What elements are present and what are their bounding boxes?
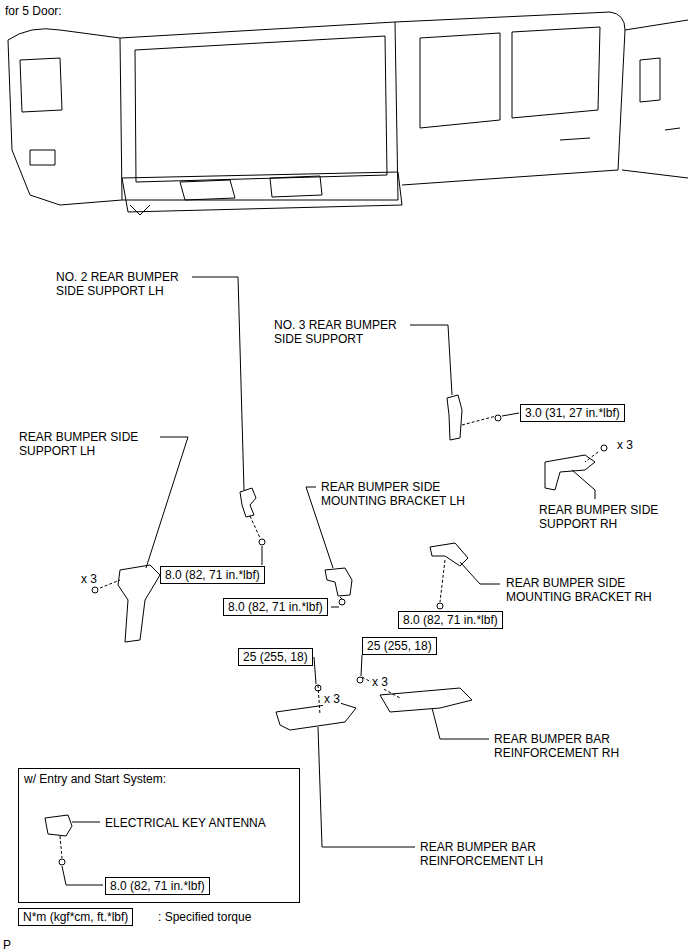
vehicle-rear-view (8, 12, 688, 215)
quantity-note: x 3 (371, 675, 389, 689)
dashed-bolt-lines (60, 416, 598, 858)
torque-box: 8.0 (82, 71 in.*lbf) (398, 611, 503, 629)
part-name: ELECTRICAL KEY ANTENNA (104, 816, 267, 830)
part-label: NO. 3 REAR BUMPER SIDE SUPPORT (273, 318, 410, 346)
torque-value: 8.0 (82, 71 in.*lbf) (110, 879, 205, 893)
part-label: : Specified torque (157, 910, 252, 924)
torque-box: 25 (255, 18) (362, 637, 437, 655)
torque-box: 8.0 (82, 71 in.*lbf) (223, 598, 328, 616)
torque-value: 8.0 (82, 71 in.*lbf) (228, 600, 323, 614)
torque-box: 8.0 (82, 71 in.*lbf) (160, 566, 265, 584)
part-label: REAR BUMPER BAR REINFORCEMENT LH (419, 840, 561, 868)
part-label: REAR BUMPER SIDE MOUNTING BRACKET RH (505, 576, 657, 604)
part-shapes (45, 395, 595, 836)
torque-value: 8.0 (82, 71 in.*lbf) (403, 613, 498, 627)
part-label: NO. 2 REAR BUMPER SIDE SUPPORT LH (55, 270, 192, 298)
part-label: REAR BUMPER SIDE MOUNTING BRACKET LH (320, 480, 472, 508)
torque-box: 25 (255, 18) (238, 648, 313, 666)
part-label: REAR BUMPER BAR REINFORCEMENT RH (493, 732, 635, 760)
quantity-note: x 3 (80, 572, 98, 586)
quantity-note: x 3 (616, 438, 634, 452)
bolts (59, 415, 607, 865)
torque-value: 25 (255, 18) (243, 650, 308, 664)
torque-box: 8.0 (82, 71 in.*lbf) (105, 877, 210, 895)
torque-value: 8.0 (82, 71 in.*lbf) (165, 568, 260, 582)
part-label: REAR BUMPER SIDE SUPPORT RH (538, 503, 680, 531)
torque-value: N*m (kgf*cm, ft.*lbf) (23, 910, 128, 924)
part-label: for 5 Door: (4, 4, 63, 18)
part-label: P (2, 938, 12, 952)
frame-heading: w/ Entry and Start System: (23, 772, 167, 786)
quantity-note: x 3 (323, 692, 341, 706)
part-label: REAR BUMPER SIDE SUPPORT LH (18, 430, 160, 458)
condition-frame: w/ Entry and Start System: ELECTRICAL KEY… (18, 768, 300, 903)
torque-box: 3.0 (31, 27 in.*lbf) (520, 404, 625, 422)
torque-box: N*m (kgf*cm, ft.*lbf) (18, 908, 133, 926)
torque-value: 25 (255, 18) (367, 639, 432, 653)
torque-value: 3.0 (31, 27 in.*lbf) (525, 406, 620, 420)
